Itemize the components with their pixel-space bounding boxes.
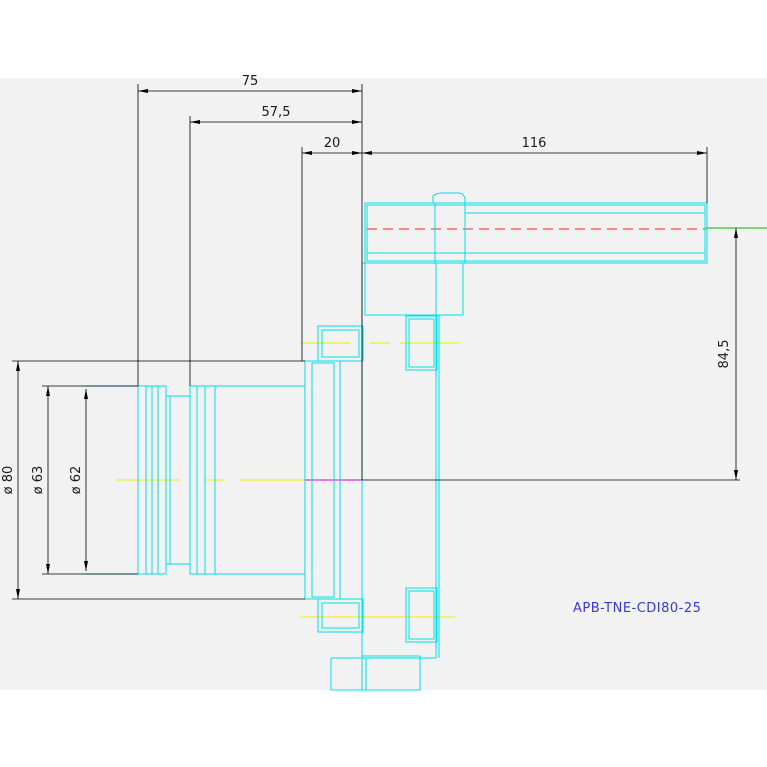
clamp-top-inner <box>321 329 360 358</box>
dimension-labels: 75 57,5 20 116 84,5 ø 80 ø 63 ø 62 <box>1 74 732 494</box>
arrow <box>16 589 20 599</box>
block <box>364 262 464 316</box>
foot <box>361 655 421 691</box>
arrow <box>190 120 200 124</box>
arrow <box>734 228 738 238</box>
arm-cap <box>432 192 466 213</box>
plate <box>361 262 437 659</box>
part-code-label: APB-TNE-CDI80-25 <box>573 601 701 616</box>
arrow <box>362 151 372 155</box>
drawing-area <box>0 78 767 690</box>
arrow <box>46 386 50 396</box>
slot-upper <box>405 315 438 371</box>
arrow <box>352 120 362 124</box>
arrow <box>352 151 362 155</box>
arm-body <box>364 202 708 264</box>
dimension-lines <box>12 84 740 600</box>
dim-label-dia80: ø 80 <box>1 466 16 495</box>
slot-upper-inner <box>408 318 435 368</box>
arrow <box>734 470 738 480</box>
arrow <box>16 361 20 371</box>
dim-label-20: 20 <box>324 136 341 151</box>
centerlines <box>116 227 767 618</box>
dim-label-dia62: ø 62 <box>69 466 84 495</box>
foot-left <box>330 657 367 691</box>
arrow <box>84 561 88 571</box>
dim-label-75: 75 <box>242 74 259 89</box>
arrow <box>138 89 148 93</box>
arrow <box>697 151 707 155</box>
flange-inner <box>311 362 335 598</box>
dim-label-dia63: ø 63 <box>31 466 46 495</box>
clamp-bottom <box>317 598 364 633</box>
arrow <box>302 151 312 155</box>
clamp-bottom-inner <box>321 602 360 629</box>
slot-lower <box>405 587 438 643</box>
arrow <box>352 89 362 93</box>
arrow <box>84 389 88 399</box>
arm-inner <box>366 204 706 262</box>
arrow <box>46 564 50 574</box>
ring <box>137 385 147 575</box>
dim-label-84-5: 84,5 <box>717 340 732 369</box>
dim-label-57-5: 57,5 <box>262 105 291 120</box>
dim-label-116: 116 <box>522 136 547 151</box>
slot-lower-inner <box>408 590 435 640</box>
